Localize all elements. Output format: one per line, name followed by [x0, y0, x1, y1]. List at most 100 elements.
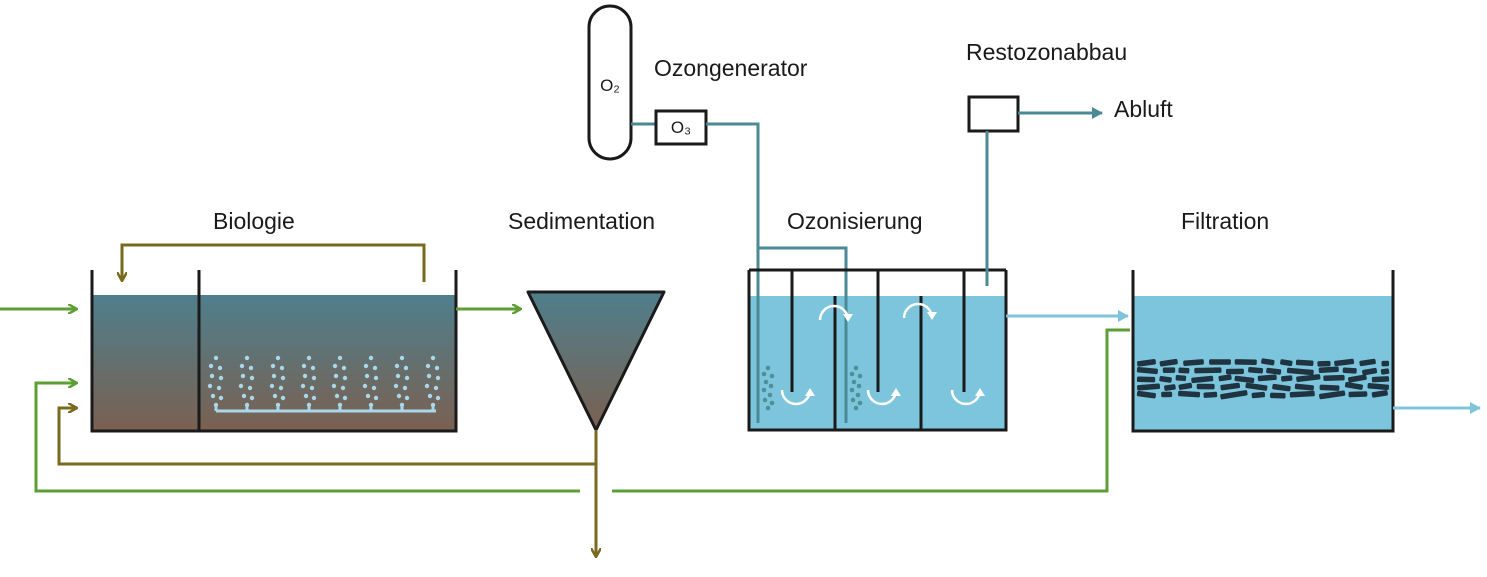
filter-grain	[1136, 390, 1157, 399]
filter-grain	[1234, 359, 1257, 366]
restozonabbau-box	[967, 95, 1020, 133]
bubble	[331, 383, 337, 389]
bubble	[249, 395, 255, 401]
filter-grain	[1194, 367, 1222, 374]
bubble	[433, 385, 439, 391]
filter-grain	[1159, 375, 1172, 383]
filter-grain	[1218, 374, 1232, 382]
bubble	[247, 385, 253, 391]
bubble	[272, 393, 278, 399]
filter-grain	[1137, 359, 1157, 367]
bubble	[853, 405, 859, 411]
bubble	[402, 385, 408, 391]
filter-grain	[1342, 367, 1357, 374]
bubble	[207, 383, 213, 389]
bubble	[393, 383, 399, 389]
filter-grain	[1334, 358, 1355, 367]
bubble	[404, 395, 410, 401]
bubble	[434, 365, 440, 371]
bubble	[404, 375, 410, 381]
o2-label: O₂	[600, 76, 620, 95]
bubble	[302, 373, 308, 379]
filtration-tank	[1131, 270, 1395, 433]
filter-grain	[1272, 383, 1291, 392]
bubble	[427, 393, 433, 399]
filter-grain	[1280, 359, 1293, 367]
bubble	[333, 373, 339, 379]
bubble	[238, 383, 244, 389]
bubble	[210, 393, 216, 399]
bubble	[396, 393, 402, 399]
bubble	[765, 405, 771, 411]
bubble	[332, 363, 338, 369]
bubble	[337, 402, 343, 408]
bubble	[763, 379, 769, 385]
oxygen-tank	[587, 4, 633, 161]
bubble	[849, 371, 855, 377]
bubble	[762, 397, 768, 403]
bubble	[306, 402, 312, 408]
bubble	[372, 365, 378, 371]
bubble	[279, 365, 285, 371]
bubble	[364, 373, 370, 379]
filter-grain	[1317, 360, 1331, 367]
filter-grain	[1159, 358, 1178, 367]
filter-grain	[1196, 383, 1215, 390]
bubble	[767, 392, 773, 398]
filter-grain	[1362, 367, 1378, 376]
bubble	[300, 383, 306, 389]
bubble	[435, 395, 441, 401]
sedimentation-label: Sedimentation	[508, 208, 656, 234]
bubble	[275, 355, 281, 361]
bubble	[311, 375, 317, 381]
filter-grain	[1161, 391, 1173, 398]
bubble	[249, 375, 255, 381]
filter-grain	[1371, 376, 1390, 383]
bubble	[426, 373, 432, 379]
bubble	[424, 383, 430, 389]
air-bubbles	[207, 355, 441, 408]
filter-grain	[1381, 360, 1390, 367]
bubble	[430, 355, 436, 361]
bubble	[855, 392, 861, 398]
bubble	[851, 379, 857, 385]
bubble	[857, 400, 863, 406]
filter-grain	[1245, 382, 1268, 391]
bubble	[368, 402, 374, 408]
bubble	[309, 385, 315, 391]
bubble	[857, 373, 863, 379]
filter-grain	[1220, 382, 1241, 391]
filter-grain	[1347, 374, 1367, 383]
bubble	[271, 373, 277, 379]
sedimentation-tank	[526, 290, 666, 432]
bubble	[213, 355, 219, 361]
circulation-arrows	[780, 302, 985, 406]
filter-grain	[1234, 375, 1255, 384]
sludge-lines	[57, 408, 596, 556]
filter-media	[1136, 358, 1390, 400]
filter-grain	[1286, 367, 1314, 376]
bubble	[311, 395, 317, 401]
bubble	[217, 365, 223, 371]
bubble	[306, 355, 312, 361]
bubble	[340, 385, 346, 391]
filter-grain	[1209, 359, 1231, 365]
bubble	[209, 373, 215, 379]
bubble	[403, 365, 409, 371]
filter-grain	[1191, 375, 1214, 384]
filter-grain	[1359, 358, 1376, 367]
bubble	[850, 397, 856, 403]
filter-grain	[1371, 390, 1388, 398]
bubble	[342, 375, 348, 381]
bubble	[216, 385, 222, 391]
filter-grain	[1266, 367, 1282, 375]
filter-grain	[1319, 390, 1346, 400]
filter-grain	[1175, 375, 1187, 382]
bubble	[269, 383, 275, 389]
filter-grain	[1367, 382, 1390, 391]
bubble	[761, 371, 767, 377]
bubble	[334, 393, 340, 399]
bubble	[853, 365, 859, 371]
bubble	[218, 375, 224, 381]
bubble	[373, 375, 379, 381]
